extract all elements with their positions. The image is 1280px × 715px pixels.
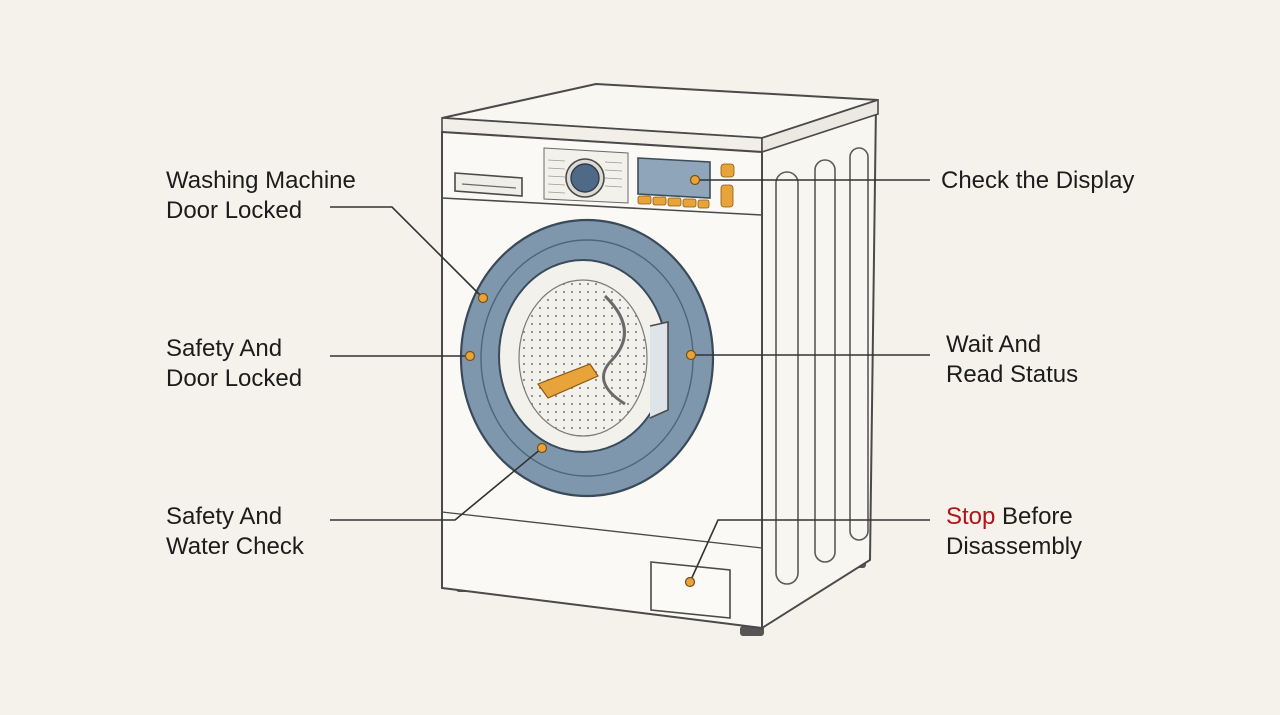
label-wait-status-line1: Wait And	[946, 331, 1042, 358]
side-ribs	[775, 147, 869, 585]
label-safety-door-line1: Safety And	[166, 335, 283, 362]
label-safety-door: Safety And Door Locked	[166, 334, 302, 394]
control-knob-icon	[565, 158, 605, 198]
machine-side-panel	[761, 102, 878, 630]
label-safety-water-line1: Safety And	[166, 503, 283, 530]
label-wait-status: Wait And Read Status	[946, 330, 1078, 390]
stop-warning-word: Stop	[946, 503, 996, 530]
label-stop-disassembly: Stop Before Disassembly	[946, 502, 1082, 562]
label-stop-disassembly-line1: Stop Before	[946, 502, 1082, 532]
door-porthole-icon	[459, 218, 715, 498]
label-door-locked: Washing Machine Door Locked	[166, 166, 356, 226]
label-wait-status-line2: Read Status	[946, 361, 1079, 388]
label-safety-water-line2: Water Check	[166, 533, 304, 560]
detergent-drawer	[454, 172, 523, 197]
leader-lines	[330, 179, 930, 583]
label-door-locked-line1: Washing Machine	[166, 167, 356, 194]
label-safety-door-line2: Door Locked	[166, 365, 303, 392]
label-check-display: Check the Display	[941, 166, 1134, 196]
display-panel-icon	[637, 157, 735, 209]
label-stop-disassembly-line2: Disassembly	[946, 533, 1083, 560]
label-safety-water: Safety And Water Check	[166, 502, 304, 562]
label-door-locked-line2: Door Locked	[166, 197, 303, 224]
filter-hatch-icon	[650, 561, 731, 619]
label-stop-disassembly-rest: Before	[995, 503, 1073, 530]
callout-dots	[464, 174, 701, 588]
label-check-display-line1: Check the Display	[941, 167, 1135, 194]
